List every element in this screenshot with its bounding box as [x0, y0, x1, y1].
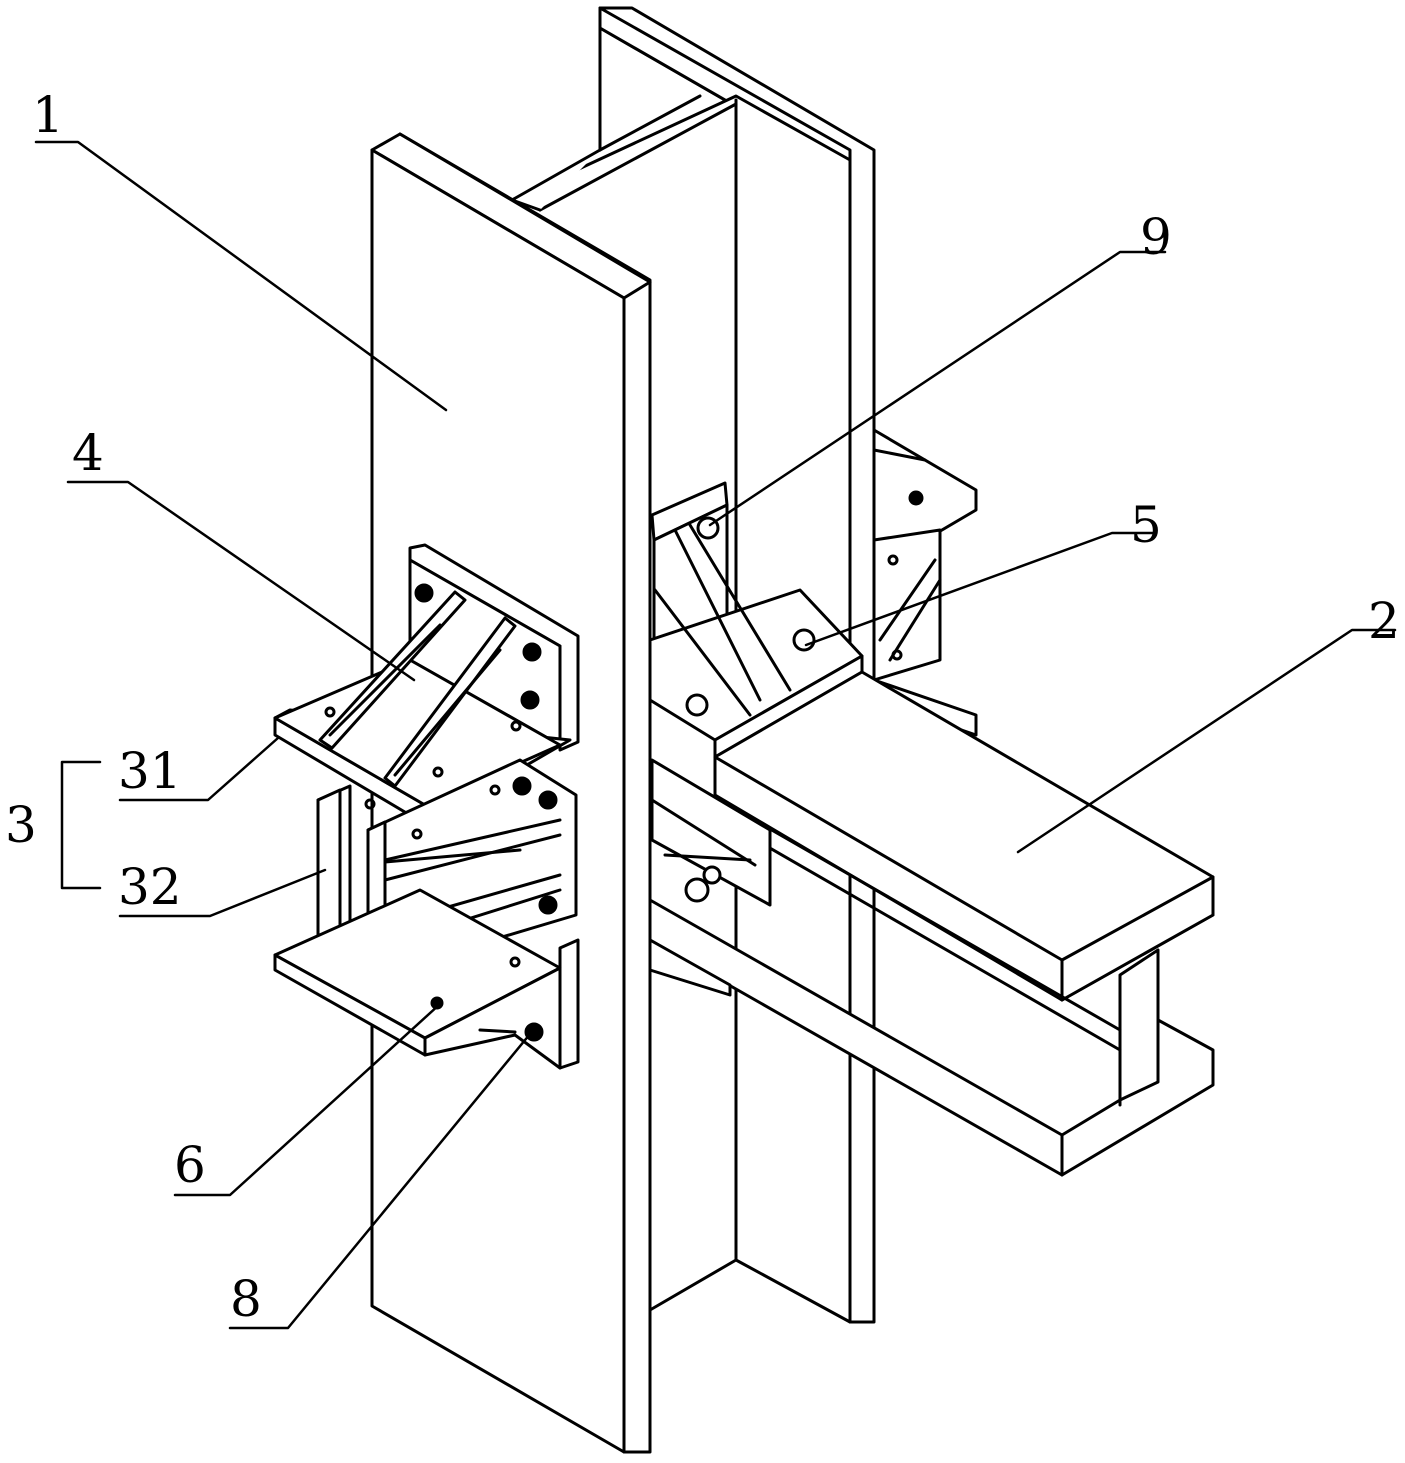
upper-seat-bracket: [648, 481, 864, 759]
leader-lines: [34, 140, 1397, 1330]
leader-1: [34, 140, 448, 412]
leader-31: [118, 736, 280, 802]
leader-4: [66, 480, 416, 682]
label-8: 8: [230, 1270, 262, 1328]
label-1: 1: [32, 86, 64, 144]
leader-3-bracket: [60, 760, 102, 890]
leader-8: [228, 1032, 532, 1330]
label-9: 9: [1140, 208, 1172, 266]
main-beam: [648, 670, 1215, 1177]
upper-angle-bracket: [273, 543, 580, 826]
label-5: 5: [1130, 496, 1162, 554]
label-3: 3: [5, 796, 37, 854]
label-32: 32: [118, 858, 182, 916]
leader-32: [118, 868, 327, 918]
lower-angle-bracket: [273, 888, 580, 1070]
leader-2: [1016, 628, 1397, 854]
leader-9: [708, 250, 1167, 527]
label-6: 6: [174, 1136, 206, 1194]
leader-5: [804, 531, 1157, 647]
leader-6: [173, 1002, 442, 1197]
label-2: 2: [1368, 592, 1400, 650]
label-31: 31: [118, 742, 182, 800]
label-4: 4: [72, 424, 104, 482]
